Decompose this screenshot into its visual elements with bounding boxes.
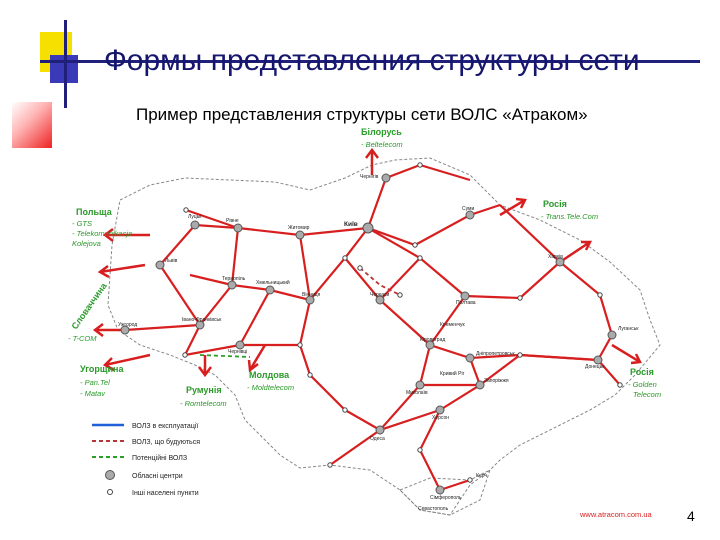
regional-centers: [120, 173, 617, 495]
city-chernihiv: Чернігів: [360, 174, 379, 180]
city-sevastopol: Севастополь: [418, 506, 449, 512]
city-donetsk: Донецьк: [585, 364, 605, 370]
city-khmelnytskyi: Хмельницький: [256, 279, 290, 286]
operator-hungary-2: - Matav: [80, 389, 106, 398]
node-kyiv: [362, 222, 374, 234]
potential-route: [199, 354, 251, 358]
node-ivano-frankivsk: [195, 320, 205, 330]
city-odesa: Одеса: [370, 436, 385, 442]
node-kirovohrad: [425, 340, 435, 350]
legend-operating: ВОЛЗ в експлуатації: [132, 422, 198, 430]
city-uzhhorod: Ужгород: [118, 322, 137, 328]
other-settlements: [182, 162, 623, 483]
city-kerch: Керч: [476, 473, 487, 479]
node-odesa: [375, 425, 385, 435]
city-luhansk: Луганськ: [618, 326, 639, 332]
country-russia-north: Росія: [543, 199, 567, 209]
node-donetsk: [593, 355, 603, 365]
node-khmelnytskyi: [265, 285, 275, 295]
node-ternopil: [227, 280, 237, 290]
city-dnipropetrovsk: Дніпропетровськ: [476, 351, 515, 357]
node-zaporizhzhia: [475, 380, 485, 390]
operator-russia-east-1: - Golden: [628, 380, 657, 389]
slide-subtitle: Пример представления структуры сети ВОЛС…: [136, 105, 588, 124]
city-kherson: Херсон: [432, 415, 449, 421]
country-hungary: Угорщина: [80, 364, 124, 374]
website-link: www.atracom.com.ua: [579, 510, 653, 519]
node-rivne: [233, 223, 243, 233]
city-lutsk: Луцьк: [188, 214, 202, 220]
building-route: [359, 267, 401, 296]
slide-title: Формы представления структуры сети: [104, 44, 640, 77]
node-zhytomyr: [295, 230, 305, 240]
operator-poland-2: - Telekomunikacja: [72, 229, 132, 238]
country-belarus: Білорусь: [361, 127, 402, 137]
border-arrows: [92, 147, 642, 378]
node-poltava: [460, 291, 470, 301]
city-ternopil: Тернопіль: [222, 276, 246, 282]
operator-hungary-1: - Pan.Tel: [80, 378, 110, 387]
city-poltava: Полтава: [456, 300, 476, 306]
country-labels: Білорусь - Beltelecom Росія - Trans.Tele…: [68, 127, 661, 408]
city-zaporizhzhia: Запоріжжя: [484, 378, 509, 384]
page-number: 4: [687, 508, 695, 524]
city-chernivtsi: Чернівці: [228, 349, 247, 355]
city-kremenchuk: Кременчук: [440, 322, 466, 328]
country-russia-east: Росія: [630, 367, 654, 377]
operator-poland-1: - GTS: [72, 219, 92, 228]
operator-poland-3: Kolejova: [72, 239, 101, 248]
decor-vertical-line: [64, 20, 67, 108]
city-mykolaiv: Миколаїв: [406, 390, 428, 396]
city-rivne: Рівне: [226, 218, 239, 224]
crimea-border: [399, 469, 491, 516]
city-labels: Київ Чернігів Луцьк Рівне Житомир Львів …: [118, 174, 639, 512]
node-chernivtsi: [235, 340, 245, 350]
city-kirovohrad: Кіровоград: [420, 337, 445, 343]
country-poland: Польща: [76, 207, 113, 217]
operator-russia-north: - Trans.Tele.Com: [541, 212, 598, 221]
node-lviv: [155, 260, 165, 270]
city-simferopol: Сімферополь: [430, 495, 462, 501]
city-cherkasy: Черкаси: [370, 292, 389, 298]
node-mykolaiv: [415, 380, 425, 390]
operator-belarus: - Beltelecom: [361, 140, 403, 149]
country-border: [107, 157, 661, 516]
city-kharkiv: Харків: [548, 254, 563, 260]
decor-horizontal-line: [40, 60, 700, 63]
legend: ВОЛЗ в експлуатації ВОЛЗ, що будуються П…: [92, 422, 200, 497]
node-uzhhorod: [120, 325, 130, 335]
city-kryvyi-rih: Кривий Ріг: [440, 370, 465, 377]
node-cherkasy: [375, 295, 385, 305]
city-ivano-frankivsk: Івано-Франківськ: [182, 317, 222, 323]
country-slovakia: Словаччина: [69, 280, 109, 331]
legend-regional-centers: Обласні центри: [132, 472, 183, 480]
node-simferopol: [435, 485, 445, 495]
node-luhansk: [607, 330, 617, 340]
node-kherson: [435, 405, 445, 415]
node-dnipropetrovsk: [465, 353, 475, 363]
operator-romania: - Romtelecom: [180, 399, 227, 408]
decor-red-square: [12, 102, 52, 148]
operator-moldova: - Moldtelecom: [247, 383, 294, 392]
country-romania: Румунія: [186, 385, 222, 395]
legend-building: ВОЛЗ, що будуються: [132, 438, 200, 446]
node-chernihiv: [381, 173, 391, 183]
city-lviv: Львів: [165, 258, 178, 264]
city-zhytomyr: Житомир: [288, 225, 310, 231]
legend-potential: Потенційні ВОЛЗ: [132, 454, 187, 462]
city-vinnytsia: Вінниця: [302, 292, 321, 298]
city-kyiv: Київ: [344, 221, 358, 228]
operator-slovakia: - T-COM: [68, 334, 97, 343]
city-sumy: Суми: [462, 206, 474, 212]
node-kharkiv: [555, 257, 565, 267]
country-moldova: Молдова: [249, 370, 290, 380]
node-sumy: [465, 210, 475, 220]
node-vinnytsia: [305, 295, 315, 305]
legend-other-settlements: Інші населені пункти: [132, 489, 199, 497]
operator-russia-east-2: Telecom: [633, 390, 661, 399]
node-lutsk: [190, 220, 200, 230]
